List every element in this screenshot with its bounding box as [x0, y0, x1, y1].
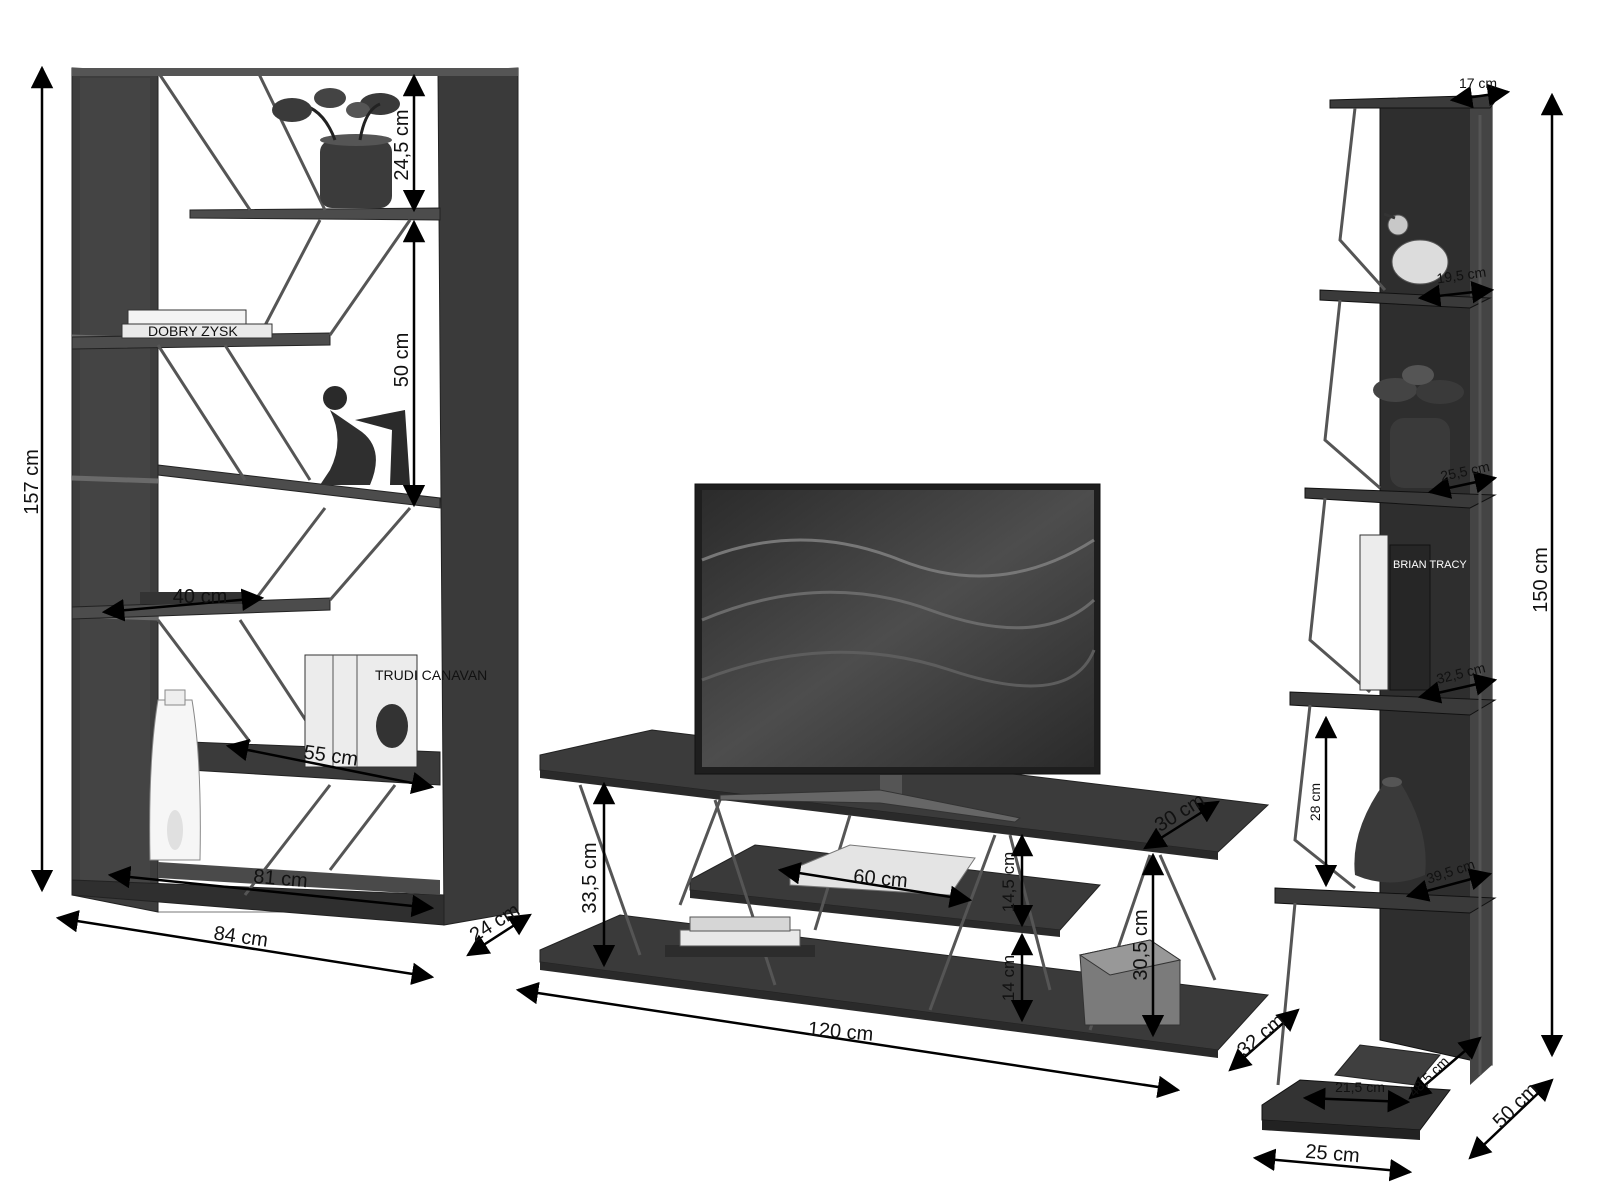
bird-ornament — [1383, 212, 1449, 285]
label-bookcase-inner-width: 81 cm — [252, 866, 308, 893]
plant-pot — [272, 88, 400, 208]
bookcase-shelf — [157, 464, 441, 509]
vase — [149, 689, 201, 861]
corner-shelf-base-edge — [1262, 1120, 1420, 1140]
book-box-text: TRUDI CANAVAN — [375, 667, 487, 683]
tv-stand — [539, 483, 1270, 1058]
corner-books: BRIAN TRACY — [1359, 534, 1467, 691]
corner-shelf: BRIAN TRACY — [1261, 94, 1502, 1140]
label-bookcase-width: 84 cm — [212, 922, 269, 951]
books-stack: DOBRY ZYSK — [121, 309, 273, 339]
label-corner-gap: 28 cm — [1307, 783, 1323, 821]
label-bookcase-shelf-short: 40 cm — [173, 586, 227, 608]
label-tv-gap-lower: 14 cm — [999, 955, 1018, 1001]
bookcase: DOBRY ZYSK TRUDI CANAVAN — [71, 67, 519, 926]
face-pot — [1373, 365, 1464, 488]
label-corner-shelf-5-width: 21,5 cm — [1335, 1079, 1385, 1095]
tv-stand-top-edge — [540, 770, 1218, 860]
book-spine-text: DOBRY ZYSK — [148, 323, 238, 339]
label-tv-height: 33,5 cm — [579, 842, 601, 913]
bookcase-shelf — [189, 207, 441, 221]
label-tv-side-height: 30,5 cm — [1130, 909, 1152, 980]
bookcase-rods — [156, 71, 412, 896]
label-tv-width: 120 cm — [807, 1018, 874, 1046]
label-tv-gap-upper: 14,5 cm — [999, 852, 1018, 912]
label-corner-shelf-1: 19,5 cm — [1436, 264, 1488, 287]
label-corner-base-width: 25 cm — [1304, 1141, 1360, 1168]
corner-shelf-rods — [1276, 107, 1482, 1086]
corner-vase — [1354, 777, 1426, 883]
label-corner-height: 150 cm — [1530, 547, 1552, 613]
television — [694, 483, 1101, 823]
label-bookcase-top-gap: 24,5 cm — [391, 109, 413, 180]
bookcase-top — [72, 68, 518, 76]
bookcase-divider — [71, 475, 159, 484]
bookcase-right-panel — [437, 67, 519, 926]
label-corner-base-depth: 50 cm — [1489, 1079, 1543, 1133]
label-bookcase-shelf-gap: 50 cm — [391, 333, 413, 387]
label-corner-top-depth: 17 cm — [1459, 75, 1497, 91]
label-bookcase-height: 157 cm — [21, 449, 43, 515]
tv-stand-books — [665, 916, 815, 957]
book-title-text: BRIAN TRACY — [1393, 559, 1467, 571]
sculpture — [320, 386, 410, 485]
label-tv-middle-shelf: 60 cm — [852, 866, 908, 893]
dimension-arrows — [30, 65, 1564, 1182]
